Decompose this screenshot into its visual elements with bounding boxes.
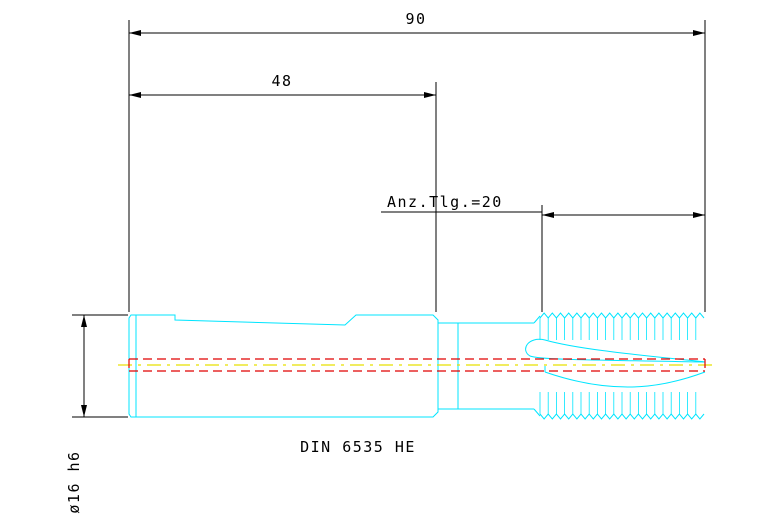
shank-length-label: 48 xyxy=(271,72,292,90)
overall-length-label: 90 xyxy=(405,10,426,28)
thread-tooth-lines xyxy=(539,318,697,414)
upper-thread-teeth xyxy=(539,312,705,319)
thread-count-label: Anz.Tlg.=20 xyxy=(387,193,503,211)
shank-body xyxy=(128,314,439,418)
standard-label: DIN 6535 HE xyxy=(300,438,416,456)
tool-outline xyxy=(128,314,706,418)
upper-flute xyxy=(525,338,706,363)
tool-neck xyxy=(438,322,459,410)
diameter-label: ø16 h6 xyxy=(65,450,83,513)
hidden-coolant-bore xyxy=(128,358,706,372)
lower-thread-teeth xyxy=(539,413,705,420)
lower-flute xyxy=(544,371,706,388)
extension-lines xyxy=(72,20,706,418)
